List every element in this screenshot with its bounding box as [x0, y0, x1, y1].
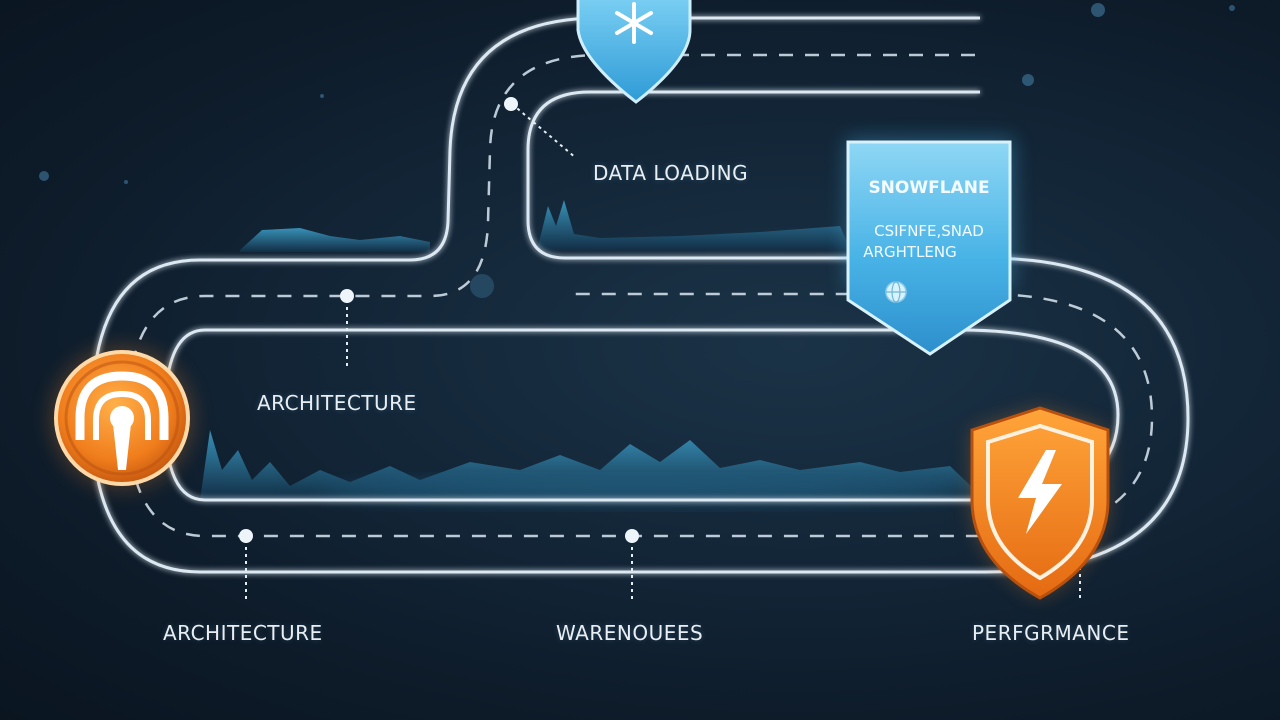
- snowflake-icon: [615, 2, 653, 44]
- label-performance: PERFGRMANCE: [972, 621, 1130, 645]
- pin-architecture-mid: [340, 289, 354, 370]
- label-architecture-bottom: ARCHITECTURE: [163, 621, 323, 645]
- architecture-badge: [50, 346, 194, 490]
- label-data-loading: DATA LOADING: [593, 161, 749, 185]
- snowflake-panel: SNOWFLANE CSIFNFE,SNAD ARGHTLENG: [846, 138, 1014, 356]
- panel-line-1: CSIFNFE,SNAD: [874, 222, 984, 240]
- label-architecture-mid: ARCHITECTURE: [257, 391, 417, 415]
- pin-data-loading: [504, 97, 577, 159]
- panel-title: SNOWFLANE: [868, 178, 989, 198]
- panel-line-2: ARGHTLENG: [863, 243, 956, 261]
- background-sparkles: [39, 3, 1235, 298]
- label-warehouses: WARENOUEES: [556, 621, 704, 645]
- lightning-bolt-icon: [1018, 450, 1062, 534]
- performance-shield: [970, 406, 1110, 600]
- skyline-silhouette: [200, 200, 975, 502]
- snowflake-pin: [576, 0, 692, 104]
- keyhole-icon: [75, 371, 169, 470]
- waypoint-pins: [239, 97, 1081, 602]
- pin-architecture-bottom: [239, 529, 253, 600]
- globe-icon: [885, 281, 907, 303]
- pin-warehouses: [625, 529, 639, 600]
